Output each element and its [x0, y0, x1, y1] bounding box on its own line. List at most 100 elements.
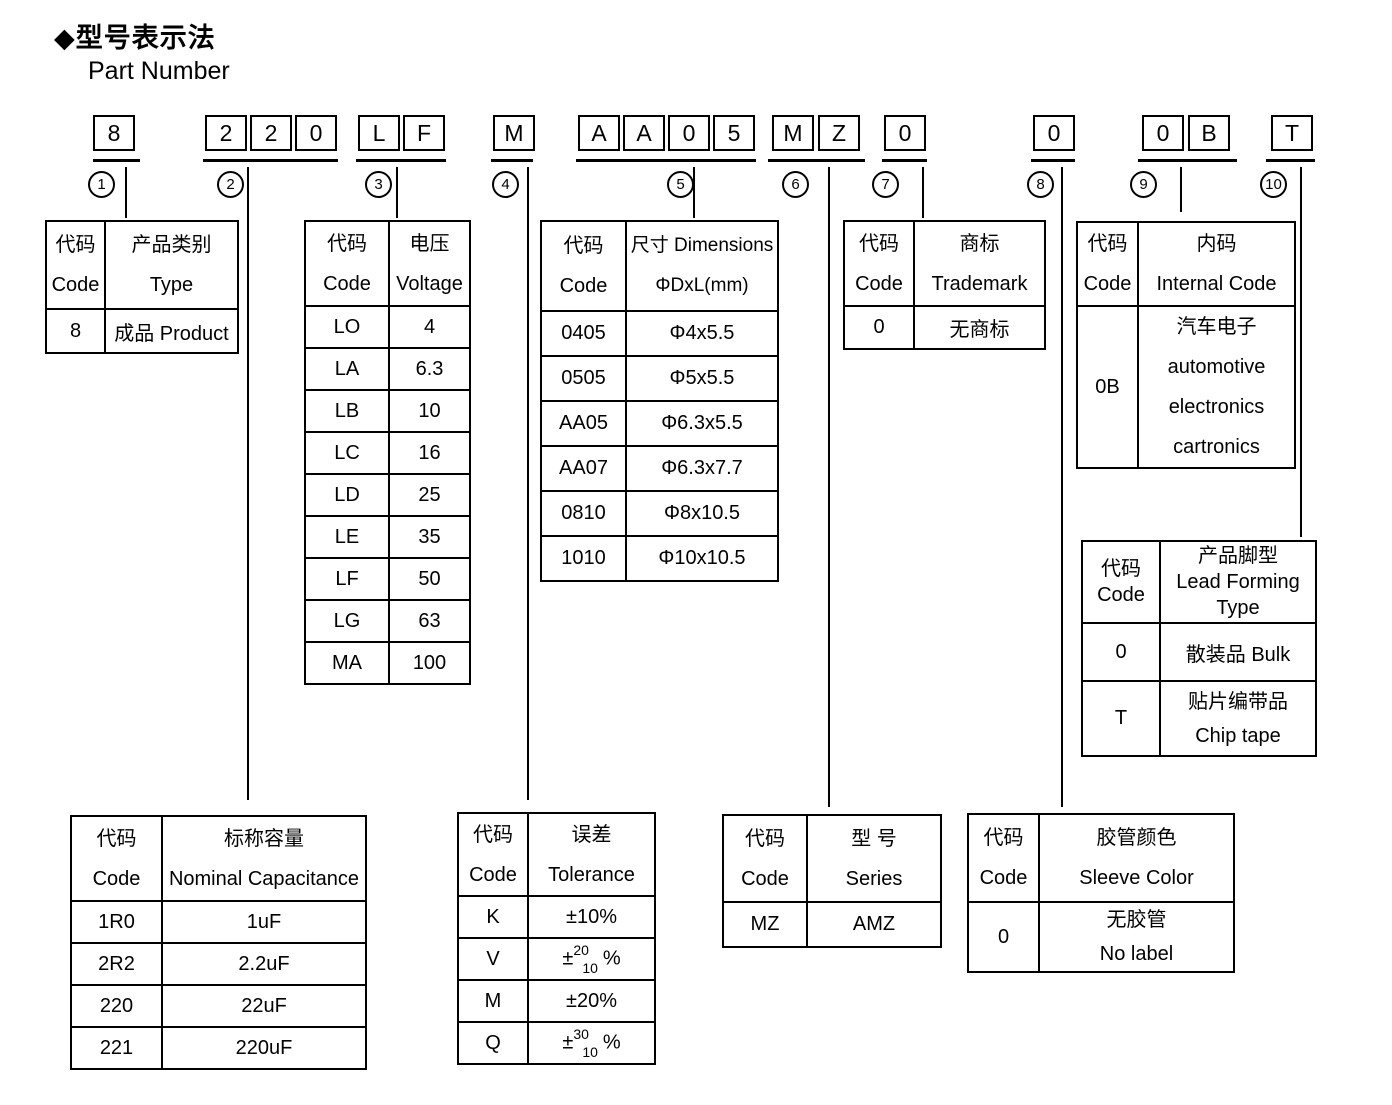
segment-index-8: 8 [1027, 171, 1054, 198]
cell-value: Φ10x10.5 [625, 535, 779, 582]
segment-index-2: 2 [217, 171, 244, 198]
cell-value: 成品 Product [104, 308, 239, 354]
cell-value: 50 [388, 557, 471, 601]
cell-code: 0 [843, 305, 915, 350]
cell-value: 1uF [161, 900, 367, 944]
cell-code: LB [304, 389, 390, 433]
cell-code: LC [304, 431, 390, 475]
cell-code: AA07 [540, 445, 627, 492]
cell-code: LE [304, 515, 390, 559]
segment-index-4: 4 [492, 171, 519, 198]
part-char-box: A [623, 115, 665, 151]
cell-code: 1R0 [70, 900, 163, 944]
table-row: 0 无胶管 No label [967, 901, 1235, 973]
part-char-box: 8 [93, 115, 135, 151]
cell-code: 0505 [540, 355, 627, 402]
cell-value: 16 [388, 431, 471, 475]
table-row: M ±20% [457, 979, 656, 1023]
segment-underline [203, 159, 338, 162]
connector-line-5 [693, 167, 695, 218]
segment-underline [93, 159, 140, 162]
cell-code: T [1081, 680, 1161, 757]
part-char-box: 0 [884, 115, 926, 151]
part-char-box: 2 [250, 115, 292, 151]
cell-code: LO [304, 305, 390, 349]
cell-value: 25 [388, 473, 471, 517]
table-row: 0 无商标 [843, 305, 1046, 350]
connector-line-10 [1300, 167, 1302, 537]
part-char-box: B [1188, 115, 1230, 151]
connector-line-9 [1180, 167, 1182, 212]
segment-index-3: 3 [365, 171, 392, 198]
table-row: 8 成品 Product [45, 308, 239, 354]
cell-value: 无商标 [913, 305, 1046, 350]
cell-value: 汽车电子 automotive electronics cartronics [1137, 305, 1296, 469]
cell-value: 220uF [161, 1026, 367, 1070]
cell-code: 221 [70, 1026, 163, 1070]
cell-value: 22uF [161, 984, 367, 1028]
cell-value: ±20% [527, 979, 656, 1023]
segment-index-5: 5 [667, 171, 694, 198]
segment-underline [768, 159, 865, 162]
cell-value: Φ8x10.5 [625, 490, 779, 537]
connector-line-1 [125, 167, 127, 218]
table-row: 0 散装品 Bulk [1081, 622, 1317, 682]
connector-line-6 [828, 167, 830, 807]
part-char-box: 0 [295, 115, 337, 151]
part-char-box: L [358, 115, 400, 151]
cell-value: AMZ [806, 901, 942, 948]
segment-underline [882, 159, 927, 162]
cell-code: 0 [1081, 622, 1161, 682]
segment-underline [1138, 159, 1237, 162]
cell-value: 贴片编带品 Chip tape [1159, 680, 1317, 757]
cell-code: 2R2 [70, 942, 163, 986]
cell-value: ±10% [527, 895, 656, 939]
part-char-box: M [493, 115, 535, 151]
cell-code: LA [304, 347, 390, 391]
connector-line-4 [527, 167, 529, 800]
cell-value: 无胶管 No label [1038, 901, 1235, 973]
cell-code: 1010 [540, 535, 627, 582]
